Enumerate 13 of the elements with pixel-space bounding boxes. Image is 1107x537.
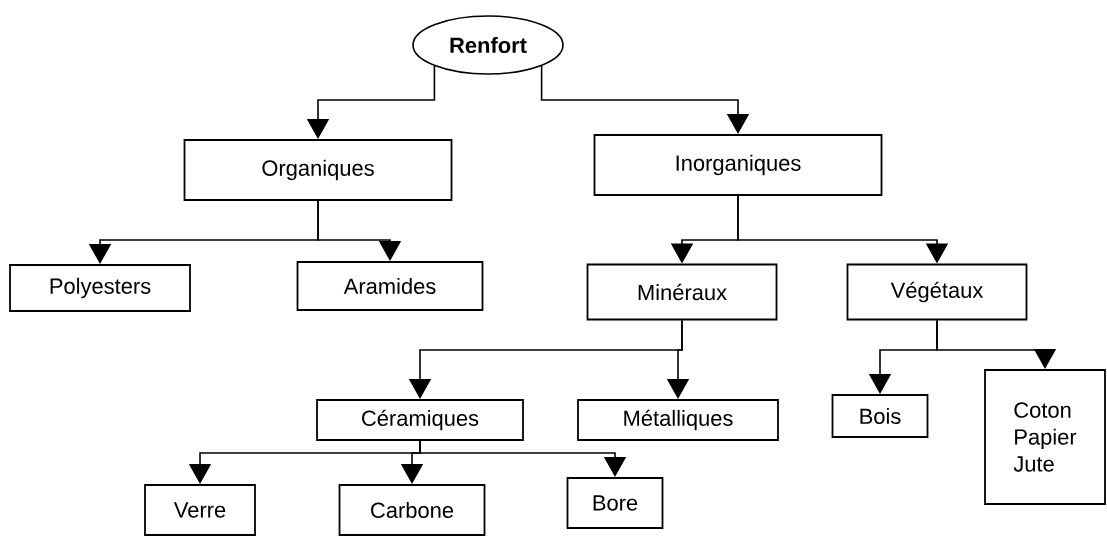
category-box: Organiques [183,139,453,201]
category-box: Végétaux [846,263,1028,321]
category-box: Métalliques [577,399,779,441]
category-box: Coton Papier Jute [984,369,1106,505]
category-box: Bore [566,477,664,529]
category-box: Inorganiques [593,134,883,196]
category-box: Minéraux [586,263,778,321]
category-box: Carbone [338,484,486,536]
category-box: Verre [144,484,256,536]
category-box: Bois [831,394,929,438]
category-box: Aramides [296,261,484,311]
category-box: Céramiques [316,399,524,441]
category-box: Polyesters [9,264,191,312]
